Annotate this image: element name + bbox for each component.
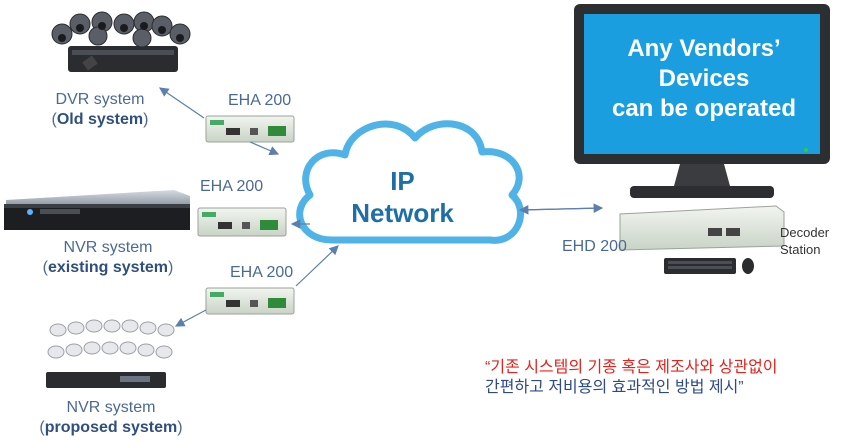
nvr-existing-label: NVR system (existing system) [28,238,188,278]
decoder-station-line1: Decoder [780,225,830,240]
cloud-label-line2: Network [351,198,454,228]
ip-network-cloud [296,120,524,244]
arrow-decoder-to-cloud [518,204,603,215]
dvr-system-name: DVR system [55,91,145,108]
keyboard-mouse-image [664,258,754,274]
cloud-label: IP Network [320,165,485,229]
encoder-box-top [205,115,295,143]
nvr-existing-image [4,190,190,230]
decoder-station-label: Decoder Station [780,224,829,258]
nvr-existing-name: NVR system [63,239,153,256]
monitor-text-line2: Devices [658,65,750,92]
arrow-encoder-to-nvr-proposed [174,309,207,327]
nvr-existing-subtitle: existing system [47,259,169,276]
nvr-proposed-subtitle: proposed system [44,419,178,436]
monitor-text-line1: Any Vendors’ [627,35,781,62]
summary-note-line1: “기존 시스템의 기종 혹은 제조사와 상관없이 [485,359,778,376]
encoder-box-bottom [205,287,295,315]
nvr-proposed-label: NVR system (proposed system) [26,398,196,438]
connection-arrows [159,87,604,327]
cloud-label-line1: IP [390,166,415,196]
arrow-dvr-link-to-encoder [249,141,280,156]
summary-note: “기존 시스템의 기종 혹은 제조사와 상관없이 간편하고 저비용의 효과적인 … [485,358,778,398]
encoder-middle-label: EHA 200 [200,178,264,195]
arrow-encoder-to-cloud-bottom [295,245,339,287]
decoder-model-label: EHD 200 [562,238,627,255]
dvr-system-label: DVR system (Old system) [30,90,170,130]
decoder-station-line2: Station [780,242,821,257]
monitor-screen-text: Any Vendors’ Devices can be operated [590,34,818,124]
encoder-bottom-label: EHA 200 [230,264,294,281]
monitor-image [574,4,830,198]
dvr-system-image [51,11,191,72]
nvr-proposed-name: NVR system [66,399,156,416]
nvr-proposed-image [46,319,175,388]
arrow-encoder-to-dvr [159,87,205,119]
encoder-box-middle [197,207,287,237]
monitor-text-line3: can be operated [611,95,797,122]
encoder-top-label: EHA 200 [228,92,292,109]
dvr-system-subtitle: Old system [56,111,144,128]
decoder-box-image [619,205,785,251]
summary-note-line2: 간편하고 저비용의 효과적인 방법 제시” [485,379,744,396]
